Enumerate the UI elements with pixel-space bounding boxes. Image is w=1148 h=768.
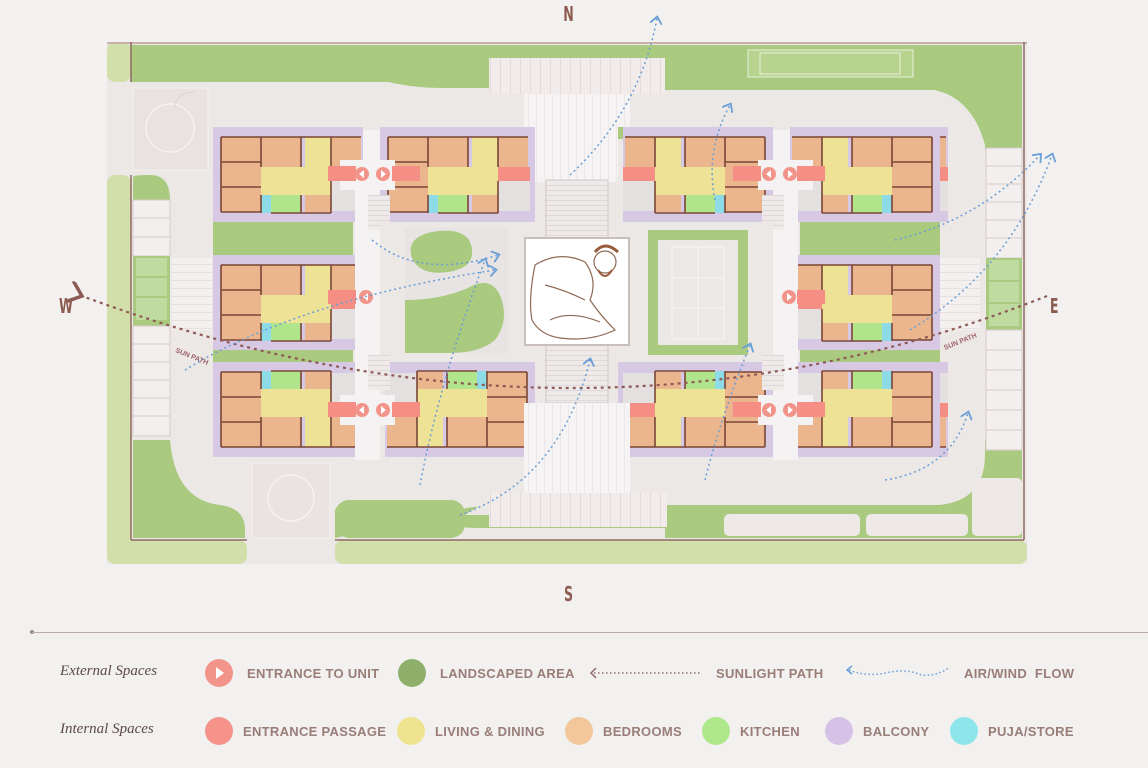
legend-internal-title: Internal Spaces xyxy=(60,721,154,737)
entrance-passage-swatch-icon xyxy=(205,717,233,745)
legend-label: ENTRANCE PASSAGE xyxy=(243,723,387,739)
wavy-dotted-arrow-icon xyxy=(846,665,950,677)
kitchen-swatch-icon xyxy=(702,717,730,745)
legend-label: SUNLIGHT PATH xyxy=(716,665,824,681)
legend-label: BEDROOMS xyxy=(603,723,682,739)
seated-figure-illustration xyxy=(529,244,620,340)
landscape-swatch-icon xyxy=(398,659,426,687)
legend-label: PUJA/STORE xyxy=(988,723,1074,739)
compass-north: N xyxy=(563,2,574,26)
legend-label: ENTRANCE TO UNIT xyxy=(247,665,380,681)
legend-kitchen: KITCHEN xyxy=(702,711,800,751)
play-circle-icon xyxy=(205,659,233,687)
legend-entrance-to-unit: ENTRANCE TO UNIT xyxy=(205,653,379,693)
legend-divider xyxy=(32,632,1148,633)
bedrooms-swatch-icon xyxy=(565,717,593,745)
legend-balcony: BALCONY xyxy=(825,711,929,751)
legend-label: AIR/WIND FLOW xyxy=(964,665,1075,681)
compass-east: E xyxy=(1049,294,1059,318)
legend-external-row: External Spaces ENTRANCE TO UNIT LANDSCA… xyxy=(0,653,1148,693)
legend-sunlight-path: SUNLIGHT PATH xyxy=(590,653,823,693)
legend-label: BALCONY xyxy=(863,723,930,739)
legend-internal-row: Internal Spaces ENTRANCE PASSAGE LIVING … xyxy=(0,711,1148,751)
dotted-arrow-icon xyxy=(590,667,702,679)
entrance-markers xyxy=(355,167,797,417)
compass-south: S xyxy=(563,582,574,606)
legend-bedrooms: BEDROOMS xyxy=(565,711,682,751)
legend-label: LANDSCAPED AREA xyxy=(440,665,575,681)
legend-living-dining: LIVING & DINING xyxy=(397,711,545,751)
legend-landscaped-area: LANDSCAPED AREA xyxy=(398,653,575,693)
legend-puja-store: PUJA/STORE xyxy=(950,711,1074,751)
compass-west: W xyxy=(58,294,73,318)
balcony-swatch-icon xyxy=(825,717,853,745)
puja-store-swatch-icon xyxy=(950,717,978,745)
legend-air-wind-flow: AIR/WIND FLOW xyxy=(846,653,1074,693)
legend-external-title: External Spaces xyxy=(60,663,158,679)
legend-label: LIVING & DINING xyxy=(435,723,545,739)
legend-entrance-passage: ENTRANCE PASSAGE xyxy=(205,711,386,751)
legend-label: KITCHEN xyxy=(740,723,800,739)
site-plan: SUN PATH SUN PATH xyxy=(0,0,1148,564)
living-dining-swatch-icon xyxy=(397,717,425,745)
